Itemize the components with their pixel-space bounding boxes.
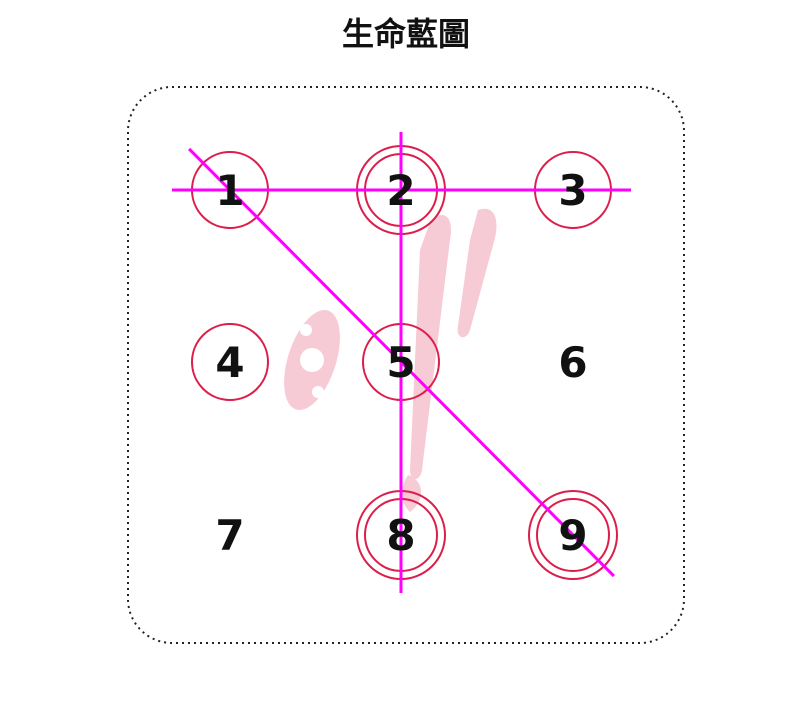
watermark-logo <box>284 208 497 512</box>
digit-1: 1 <box>215 166 244 215</box>
ring-4 <box>191 323 269 401</box>
grid-border <box>127 86 685 644</box>
line-1-5-9 <box>188 147 615 578</box>
digits-layer: 1 4 7 2 5 8 3 6 9 <box>215 166 587 560</box>
digit-8: 8 <box>386 511 415 560</box>
outer-ring-9 <box>528 490 618 580</box>
digit-5: 5 <box>386 338 415 387</box>
digit-9: 9 <box>558 511 587 560</box>
digit-3: 3 <box>558 166 587 215</box>
diagram-title: 生命藍圖 <box>341 15 470 53</box>
digit-7: 7 <box>215 511 244 560</box>
ring-9 <box>536 498 610 572</box>
digit-4: 4 <box>215 338 244 387</box>
lines-layer <box>172 132 631 593</box>
digit-6: 6 <box>558 338 587 387</box>
digit-2: 2 <box>386 166 415 215</box>
